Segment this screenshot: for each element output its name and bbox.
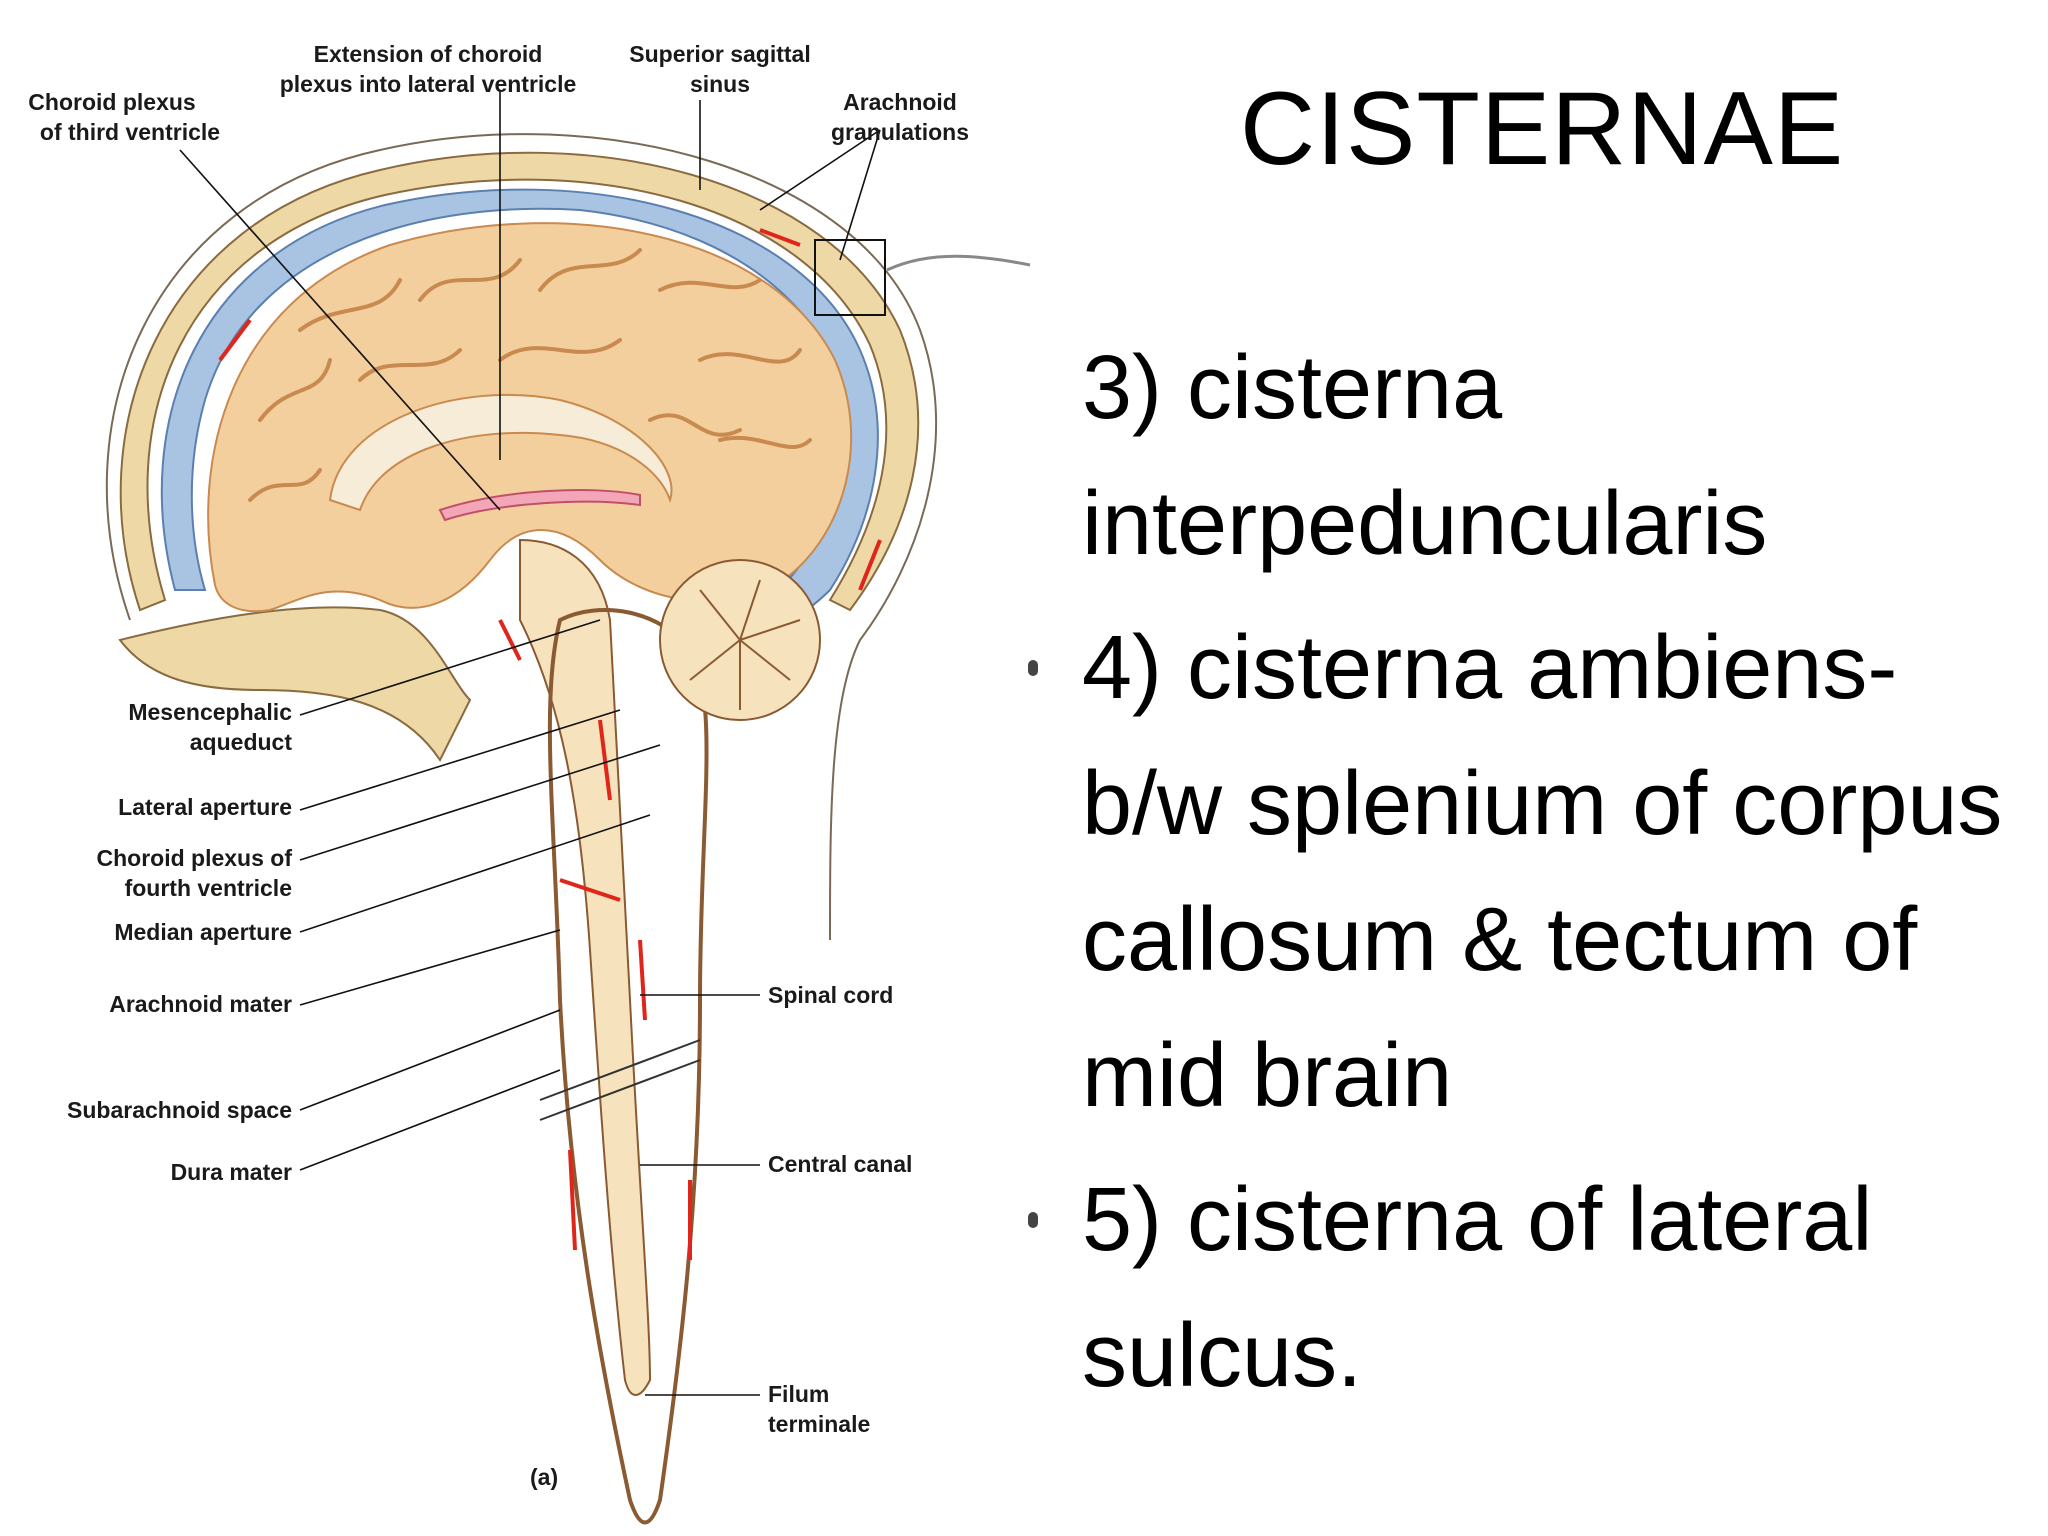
granulation-callout-box — [814, 239, 886, 316]
skull-bone — [119, 151, 920, 612]
bullet-text-4: 4) cisterna ambiens- b/w splenium of cor… — [1082, 618, 2003, 1126]
bullet-item-4: 4) cisterna ambiens- b/w splenium of cor… — [1028, 600, 2032, 1144]
bullet-marker — [1028, 660, 1038, 676]
bullet-item-3: 3) cisterna interpeduncularis — [1082, 320, 2032, 592]
cord-break-mark — [539, 1039, 701, 1121]
label-arachnoid-mater: Arachnoid mater — [109, 991, 292, 1017]
skull-base — [118, 606, 472, 762]
label-lateral-aperture: Lateral aperture — [118, 794, 292, 820]
bullet-text-5: 5) cisterna of lateral sulcus. — [1082, 1170, 1873, 1406]
label-spinal-cord: Spinal cord — [768, 982, 893, 1008]
cerebellum-folia — [689, 579, 801, 710]
csf-flow-arrows — [218, 228, 882, 1260]
panel-label: (a) — [530, 1464, 558, 1490]
leader-lines — [179, 90, 881, 1396]
bullet-list: 3) cisterna interpeduncularis 4) cistern… — [1028, 320, 2032, 1424]
bullet-marker — [1028, 1212, 1038, 1228]
choroid-plexus-strip — [438, 489, 641, 522]
granulation-callout-arrow — [886, 254, 1031, 272]
bullet-item-5: 5) cisterna of lateral sulcus. — [1028, 1152, 2032, 1424]
label-median-aperture: Median aperture — [114, 919, 292, 945]
brain-gyri — [248, 248, 812, 502]
scalp-outline — [105, 133, 938, 941]
label-central-canal: Central canal — [768, 1151, 912, 1177]
brainstem-spinal-cord — [519, 538, 652, 1396]
label-dura-mater: Dura mater — [171, 1159, 292, 1185]
corpus-callosum — [328, 393, 673, 512]
label-subarachnoid: Subarachnoid space — [67, 1097, 292, 1123]
bullet-text-3: 3) cisterna interpeduncularis — [1082, 338, 1768, 574]
slide-title: CISTERNAE — [1240, 71, 1845, 187]
